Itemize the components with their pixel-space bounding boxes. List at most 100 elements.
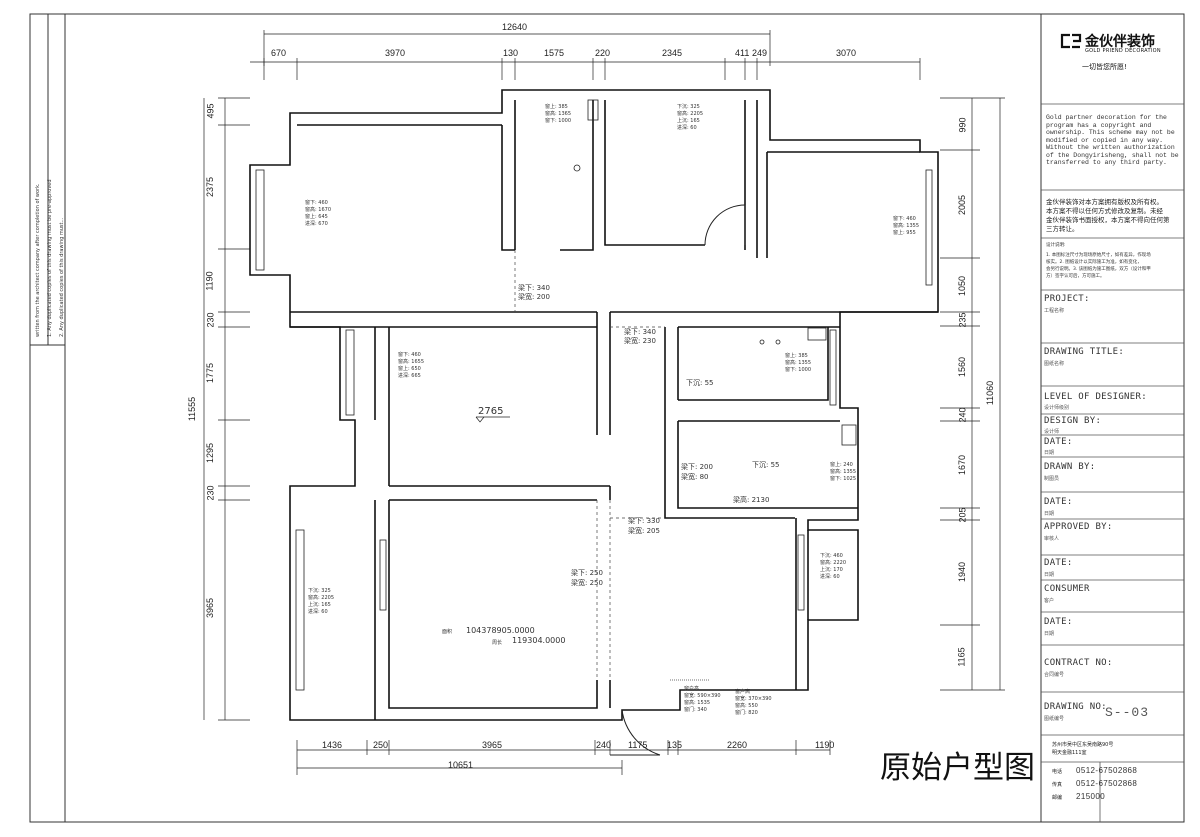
design-note: 设计说明: 1. 本图标注尺寸为现场原始尺寸，如有差异，作现场 核实。2. 图纸… <box>1046 243 1151 279</box>
spot-elevation: 2765 <box>478 406 504 417</box>
coord-1-prefix: 面积 <box>442 629 453 635</box>
inner-frame <box>64 13 1185 823</box>
dim-top-0: 670 <box>271 48 287 58</box>
dim-right-7: 205 <box>957 507 968 523</box>
dim-top-7: 249 <box>752 48 768 58</box>
dim-left-1: 2375 <box>205 176 216 198</box>
copyright-en: Gold partner decoration for the program … <box>1046 114 1179 166</box>
brand-logo: 金伙伴装饰 GOLD PRIEND DECORATION <box>1060 30 1180 60</box>
dim-top-3: 1575 <box>544 48 565 58</box>
dim-left-4: 1775 <box>205 362 216 384</box>
field-project-label: PROJECT: <box>1044 294 1090 304</box>
dim-right-3: 235 <box>957 312 968 328</box>
dim-left-total: 11555 <box>187 396 198 422</box>
dim-left-0: 495 <box>205 103 216 119</box>
margin-note-3: written from the architect company after… <box>35 183 41 337</box>
outer-frame <box>29 13 1185 823</box>
field-drawing-title-label: DRAWING TITLE: <box>1044 347 1125 357</box>
dim-left-5: 1295 <box>205 442 216 464</box>
field-date-4-label: DATE: <box>1044 617 1073 627</box>
brand-name-cn: 金伙伴装饰 <box>1085 34 1155 50</box>
field-approved-by-sub: 审核人 <box>1044 536 1060 542</box>
margin-note-1: 1. Any duplicated copies of this drawing… <box>47 179 53 337</box>
field-date-1-label: DATE: <box>1044 437 1073 447</box>
dim-bottom-4: 1175 <box>628 740 648 750</box>
copyright-cn: 金伙伴装饰对本方案拥有版权及所有权。 本方案不得以任何方式修改及复制。未经 金伙… <box>1046 198 1170 233</box>
dim-top-1: 3970 <box>385 48 406 58</box>
dim-right-1: 2005 <box>957 194 968 216</box>
room-note-11: 下沉: 55 <box>752 461 780 469</box>
dim-top-6: 411 <box>735 48 750 58</box>
coord-2-prefix: 周长 <box>492 640 503 646</box>
fax-value: 0512-67502868 <box>1076 779 1138 788</box>
dim-right-4: 1560 <box>957 356 968 378</box>
dim-bottom-total: 10651 <box>448 760 474 770</box>
field-level-label: LEVEL OF DESIGNER: <box>1044 392 1147 402</box>
dim-bottom-7: 1190 <box>815 740 835 750</box>
room-note-13: 梁高: 2130 <box>733 496 770 504</box>
brand-name-en: GOLD PRIEND DECORATION <box>1085 48 1161 54</box>
zip-label: 邮编 <box>1052 795 1063 801</box>
dim-top-2: 130 <box>503 48 519 58</box>
field-drawn-by-sub: 制图员 <box>1044 476 1060 482</box>
dim-left-6: 230 <box>205 485 216 501</box>
room-note-9: 下沉: 55 <box>686 379 714 387</box>
drawing-title: 原始户型图 <box>880 750 1035 786</box>
field-design-by-label: DESIGN BY: <box>1044 416 1102 426</box>
field-date-4-sub: 日期 <box>1044 631 1055 637</box>
drawing-number: S--03 <box>1105 705 1150 720</box>
dim-total-width: 12640 <box>502 22 528 32</box>
dim-bottom-3: 240 <box>596 740 612 750</box>
coord-1: 104378905.0000 <box>466 626 535 635</box>
dim-right-5: 240 <box>957 407 968 423</box>
company-address: 苏州市吴中区东吴南路90号 明天金融111室 <box>1052 742 1114 756</box>
dim-right-total: 11060 <box>985 380 996 406</box>
field-date-2-sub: 日期 <box>1044 511 1055 517</box>
dim-left-2: 1190 <box>204 271 215 291</box>
dim-bottom-1: 250 <box>373 740 389 750</box>
field-drawing-title-sub: 图纸名称 <box>1044 361 1065 367</box>
field-design-by-sub: 设计师 <box>1044 429 1060 435</box>
brand-logo-icon <box>1060 33 1082 49</box>
margin-note-2: 2. Any duplicated copies of this drawing… <box>59 217 65 337</box>
field-drawing-no-label: DRAWING NO: <box>1044 702 1107 712</box>
dim-top-4: 220 <box>595 48 611 58</box>
dim-left-7: 3965 <box>205 597 216 619</box>
dim-left-3: 230 <box>205 312 216 328</box>
field-drawing-no-sub: 图纸编号 <box>1044 716 1065 722</box>
margin-notes: 1. Any duplicated copies of this drawing… <box>30 14 65 344</box>
dim-right-9: 1165 <box>956 647 967 667</box>
field-contract-no-label: CONTRACT NO: <box>1044 658 1113 668</box>
tel-label: 电话 <box>1052 769 1063 775</box>
dim-top-5: 2345 <box>662 48 683 58</box>
dim-right-2: 1050 <box>957 275 968 297</box>
field-consumer-sub: 客户 <box>1044 598 1055 604</box>
dim-top-8: 3070 <box>836 48 857 58</box>
field-consumer-label: CONSUMER <box>1044 584 1090 594</box>
brand-slogan: 一切皆您所愿! <box>1082 63 1127 71</box>
field-date-3-label: DATE: <box>1044 558 1073 568</box>
dim-bottom-6: 2260 <box>727 740 748 750</box>
dim-bottom-2: 3965 <box>482 740 503 750</box>
field-date-3-sub: 日期 <box>1044 572 1055 578</box>
field-project-sub: 工程名称 <box>1044 308 1065 314</box>
dim-right-8: 1940 <box>957 561 968 583</box>
tel-value: 0512-67502868 <box>1076 766 1138 775</box>
field-date-1-sub: 日期 <box>1044 450 1055 456</box>
